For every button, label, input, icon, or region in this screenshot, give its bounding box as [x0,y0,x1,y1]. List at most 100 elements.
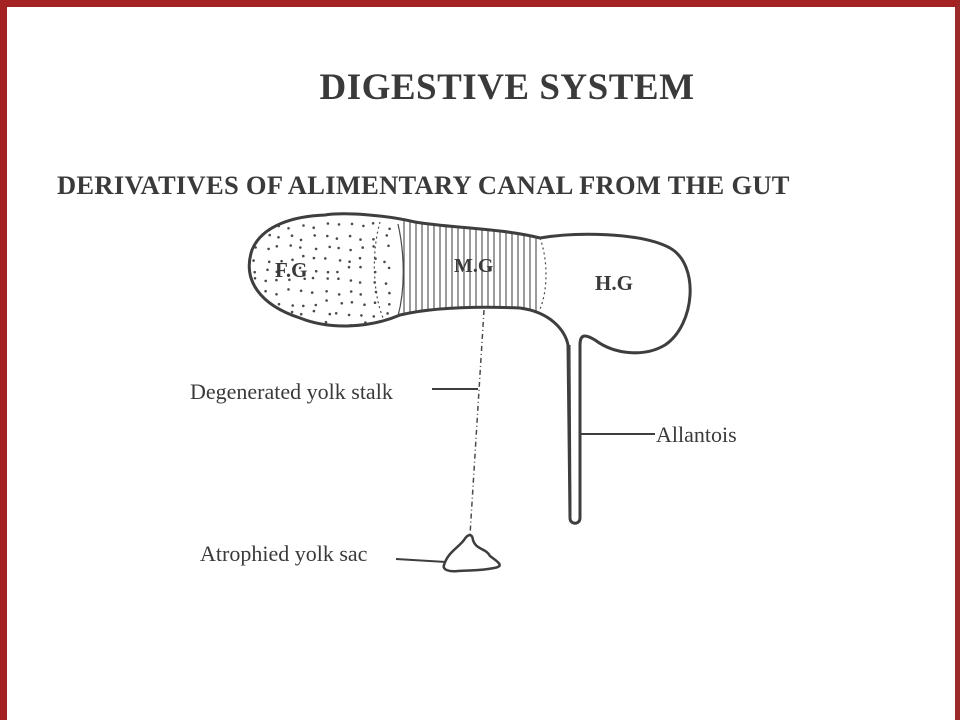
stipple-dot [291,258,294,262]
stipple-dot [361,246,365,249]
stipple-dot [275,278,278,282]
gut-tube-outline [247,212,692,525]
foregut-stipple [251,222,391,328]
stipple-dot [358,256,362,260]
stipple-dot [325,299,328,302]
stipple-dot [326,270,330,274]
stipple-dot [349,279,353,282]
stipple-dot [347,313,351,317]
stipple-dot [363,303,366,307]
stipple-dot [385,234,389,237]
stipple-dot [289,244,293,247]
stipple-dot [388,303,391,306]
stipple-dot [263,223,267,226]
allantois-label: Allantois [656,422,737,447]
stipple-dot [326,277,330,280]
stipple-dot [348,234,352,238]
stipple-dot [314,247,318,251]
stipple-dot [251,235,254,238]
yolk-sac-label: Atrophied yolk sac [200,541,368,566]
stipple-dot [264,289,267,293]
stipple-dot [277,302,281,306]
stipple-dot [360,314,363,317]
stipple-dot [337,293,341,296]
stipple-dot [253,270,256,274]
stipple-dot [348,260,351,264]
stipple-dot [384,282,388,285]
stipple-dot [313,234,317,237]
stipple-dot [290,310,294,314]
stipple-dot [275,270,279,274]
stipple-dot [387,244,390,248]
stipple-dot [314,303,318,307]
stipple-dot [255,321,259,325]
stipple-dot [264,323,268,326]
stipple-dot [372,245,375,248]
stipple-dot [290,234,294,237]
stipple-dot [325,290,328,293]
stipple-dot [314,269,318,273]
stipple-dot [388,291,391,295]
stipple-dot [268,233,272,237]
slide-subtitle: DERIVATIVES OF ALIMENTARY CANAL FROM THE… [57,170,790,200]
stipple-dot [264,279,268,283]
stipple-dot [266,268,269,272]
stipple-dot [302,224,305,227]
stipple-dot [340,302,344,305]
stipple-dot [292,267,295,270]
stipple-dot [337,223,341,226]
stipple-dot [253,225,257,228]
stipple-dot [337,246,340,250]
stipple-dot [324,257,327,260]
stipple-dot [267,247,270,251]
stipple-dot [253,304,257,308]
stipple-dot [326,234,329,238]
stipple-dot [373,301,377,305]
stipple-dot [299,238,303,242]
stipple-dot [303,277,307,281]
yolk-sac-leader [395,558,447,563]
stipple-dot [349,248,352,252]
stipple-dot [277,236,280,239]
stipple-dot [280,259,283,263]
stipple-dot [287,321,290,325]
stipple-dot [326,222,330,225]
stipple-dot [267,260,271,264]
stipple-dot [275,293,278,296]
stipple-dot [312,309,316,313]
stipple-dot [336,270,339,274]
stipple-dot [275,245,279,248]
stipple-dot [287,227,290,230]
stipple-dot [324,320,328,324]
hindgut-label: H.G [595,271,633,295]
stipple-dot [388,227,391,231]
stipple-dot [359,238,362,241]
stipple-dot [337,277,340,281]
stipple-dot [291,304,295,307]
stipple-dot [252,259,255,262]
stipple-dot [310,291,314,294]
stipple-dot [312,226,316,229]
stipple-dot [358,281,362,284]
foregut-label: F.G [275,258,307,282]
midgut-start-line [397,223,404,317]
yolk-stalk-label: Degenerated yolk stalk [190,379,393,404]
stipple-dot [350,222,354,226]
stipple-dot [328,245,332,249]
stipple-dot [265,315,269,319]
stipple-dot [362,224,365,228]
stipple-dot [350,301,354,304]
stipple-dot [299,246,302,249]
stipple-dot [328,312,332,316]
stipple-dot [287,288,290,291]
stipple-dot [359,293,363,296]
stipple-dot [299,289,303,293]
stipple-dot [349,290,353,293]
stipple-dot [359,265,362,269]
stipple-dot [299,312,303,316]
stipple-dot [288,278,291,282]
stipple-dot [383,260,386,264]
stipple-dot [301,322,305,325]
yolk-sac-shape [442,533,501,573]
